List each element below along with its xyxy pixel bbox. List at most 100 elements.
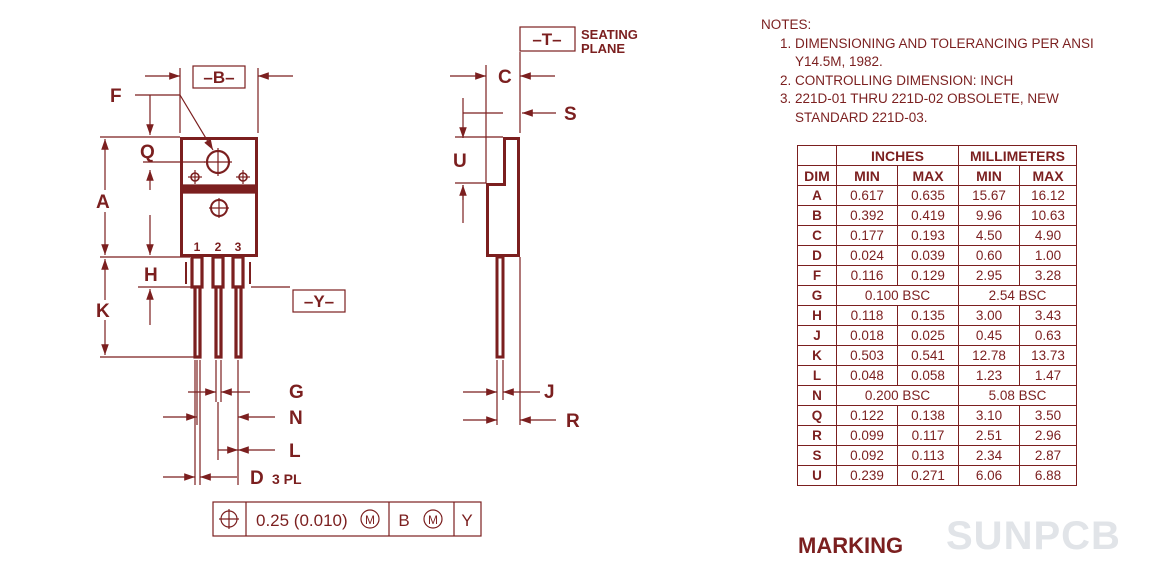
table-cell: 0.100 BSC <box>836 285 959 306</box>
table-cell: R <box>797 425 837 446</box>
table-cell: 0.135 <box>897 305 959 326</box>
table-cell: 1.23 <box>958 365 1020 386</box>
table-cell: G <box>797 285 837 306</box>
table-cell: 0.193 <box>897 225 959 246</box>
datum-ref-b: B <box>398 511 409 530</box>
table-cell: 6.88 <box>1019 465 1077 486</box>
dim-q-label: Q <box>140 142 155 163</box>
note-1: DIMENSIONING AND TOLERANCING PER ANSI Y1… <box>795 35 1115 72</box>
group-header-inches: INCHES <box>836 145 959 166</box>
table-cell: 16.12 <box>1019 185 1077 206</box>
table-cell: 0.116 <box>836 265 898 286</box>
table-cell: 0.45 <box>958 325 1020 346</box>
table-corner <box>797 145 837 166</box>
three-pl-label: 3 PL <box>272 471 302 487</box>
table-cell: 2.54 BSC <box>958 285 1077 306</box>
table-cell: 3.50 <box>1019 405 1077 426</box>
col-header-in-max: MAX <box>897 165 959 186</box>
dim-n-label: N <box>289 408 303 429</box>
table-cell: C <box>797 225 837 246</box>
col-header-mm-max: MAX <box>1019 165 1077 186</box>
table-cell: L <box>797 365 837 386</box>
dim-j-label: J <box>544 382 555 403</box>
table-cell: 9.96 <box>958 205 1020 226</box>
col-header-in-min: MIN <box>836 165 898 186</box>
dim-c-label: C <box>498 67 512 88</box>
notes-header: NOTES: <box>761 17 812 32</box>
table-cell: 0.018 <box>836 325 898 346</box>
table-cell: 0.635 <box>897 185 959 206</box>
table-cell: 0.239 <box>836 465 898 486</box>
table-cell: S <box>797 445 837 466</box>
dim-g-label: G <box>289 382 304 403</box>
table-cell: 0.039 <box>897 245 959 266</box>
table-cell: 3.28 <box>1019 265 1077 286</box>
table-cell: 0.503 <box>836 345 898 366</box>
table-cell: 15.67 <box>958 185 1020 206</box>
table-cell: 0.058 <box>897 365 959 386</box>
col-header-dim: DIM <box>797 165 837 186</box>
table-cell: 2.96 <box>1019 425 1077 446</box>
table-cell: 0.541 <box>897 345 959 366</box>
tolerance-value: 0.25 (0.010) <box>256 511 348 530</box>
table-cell: Q <box>797 405 837 426</box>
table-cell: H <box>797 305 837 326</box>
table-cell: 2.51 <box>958 425 1020 446</box>
group-header-millimeters: MILLIMETERS <box>958 145 1077 166</box>
table-cell: 0.271 <box>897 465 959 486</box>
table-cell: U <box>797 465 837 486</box>
dim-u-label: U <box>453 151 467 172</box>
table-cell: 2.87 <box>1019 445 1077 466</box>
table-cell: 0.63 <box>1019 325 1077 346</box>
table-cell: 0.177 <box>836 225 898 246</box>
notes-block: NOTES: DIMENSIONING AND TOLERANCING PER … <box>761 16 1115 127</box>
front-dimensions <box>100 65 346 485</box>
table-cell: 13.73 <box>1019 345 1077 366</box>
feature-control-frame <box>212 501 482 537</box>
table-cell: 3.00 <box>958 305 1020 326</box>
table-cell: B <box>797 205 837 226</box>
table-cell: 0.129 <box>897 265 959 286</box>
front-view <box>180 137 258 359</box>
dim-l-label: L <box>289 441 301 462</box>
note-2: CONTROLLING DIMENSION: INCH <box>795 72 1115 91</box>
dim-s-label: S <box>564 104 577 125</box>
datum-b-label: –B– <box>203 68 234 87</box>
dimension-table: INCHES MILLIMETERS DIM MIN MAX MIN MAX A… <box>797 145 1077 486</box>
side-dimensions <box>450 26 576 425</box>
dim-f-label: F <box>110 86 122 107</box>
table-cell: 0.113 <box>897 445 959 466</box>
notes-list: DIMENSIONING AND TOLERANCING PER ANSI Y1… <box>761 35 1115 128</box>
table-cell: 4.90 <box>1019 225 1077 246</box>
modifier-m-2: M <box>428 513 438 527</box>
table-cell: 0.392 <box>836 205 898 226</box>
seating-code-label: –T– <box>532 30 561 49</box>
table-cell: K <box>797 345 837 366</box>
package-drawing: –B– F Q A H K 1 2 3 –Y– G N L D 3 PL –T–… <box>96 26 638 537</box>
table-cell: F <box>797 265 837 286</box>
table-cell: 0.117 <box>897 425 959 446</box>
drawing-labels: –B– F Q A H K 1 2 3 –Y– G N L D 3 PL –T–… <box>96 27 638 530</box>
table-cell: 2.34 <box>958 445 1020 466</box>
table-cell: 6.06 <box>958 465 1020 486</box>
table-cell: 0.419 <box>897 205 959 226</box>
table-cell: 0.617 <box>836 185 898 206</box>
seating-label-line1: SEATING <box>581 27 638 42</box>
table-cell: D <box>797 245 837 266</box>
pin-2-label: 2 <box>215 240 222 254</box>
dim-r-label: R <box>566 411 580 432</box>
pin-1-label: 1 <box>194 240 201 254</box>
